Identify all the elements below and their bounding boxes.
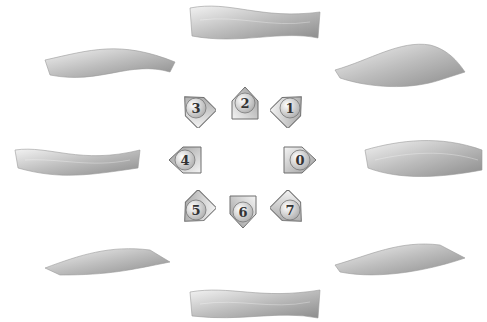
surface-bottom [190,290,320,318]
direction-number: 0 [280,140,320,180]
surface-bottom-right [335,244,465,275]
surface-top-left [45,49,175,78]
direction-number: 7 [270,190,310,230]
direction-icon: 6 [223,192,263,232]
direction-number: 6 [223,192,263,232]
direction-number: 4 [165,140,205,180]
surface-top-right [335,44,465,86]
direction-icon: 2 [225,83,265,123]
direction-icon: 5 [176,190,216,230]
surface-bottom-left [45,249,170,275]
direction-number: 2 [225,83,265,123]
surface-right [365,141,482,177]
surface-top [190,6,320,39]
direction-number: 1 [270,88,310,128]
surface-left [15,149,140,175]
direction-icon: 0 [280,140,320,180]
direction-number: 5 [176,190,216,230]
direction-icon: 1 [270,88,310,128]
direction-icon: 7 [270,190,310,230]
direction-number: 3 [176,88,216,128]
direction-icon: 4 [165,140,205,180]
direction-icon: 3 [176,88,216,128]
